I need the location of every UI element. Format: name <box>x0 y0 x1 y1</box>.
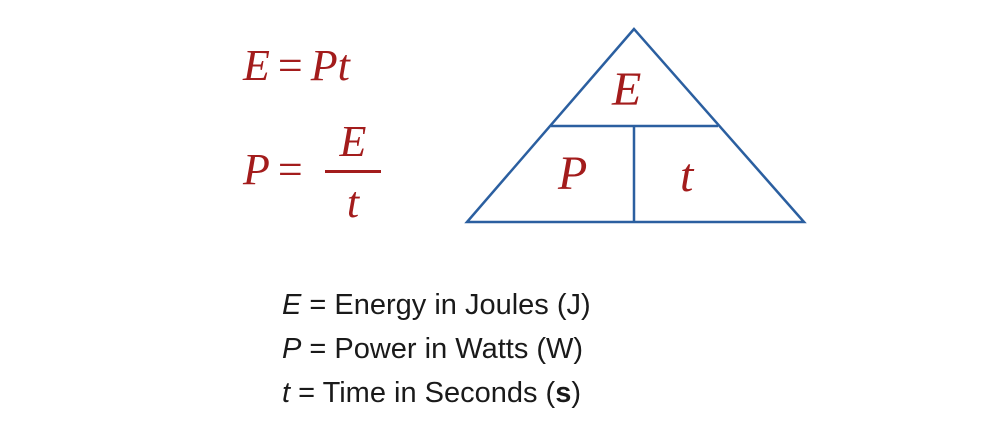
triangle-label-power: P <box>558 147 588 200</box>
variable-definitions: E = Energy in Joules (J) P = Power in Wa… <box>282 283 591 415</box>
definition-time: t = Time in Seconds (s) <box>282 371 591 415</box>
definition-close: ) <box>571 377 582 409</box>
definition-unit: J <box>566 289 582 321</box>
energy-formula-equals: = <box>277 41 303 90</box>
definition-unit: W <box>546 333 574 365</box>
triangle-label-time: t <box>680 149 694 202</box>
definition-symbol: P <box>282 333 302 365</box>
power-formula-denominator: t <box>346 178 360 227</box>
energy-formula-lhs: E <box>243 41 270 90</box>
power-formula-equals: = <box>277 145 303 194</box>
definition-symbol: E <box>282 289 302 321</box>
definition-symbol: t <box>282 377 291 409</box>
power-formula: P= E t <box>243 120 403 230</box>
power-formula-left: P= <box>243 148 311 192</box>
power-formula-fraction: E t <box>325 120 381 225</box>
fraction-bar <box>325 170 381 173</box>
definition-energy: E = Energy in Joules (J) <box>282 283 591 327</box>
definition-close: ) <box>573 333 584 365</box>
energy-formula-rhs: Pt <box>310 41 350 90</box>
definition-power: P = Power in Watts (W) <box>282 327 591 371</box>
definition-text: = Power in Watts ( <box>301 333 547 365</box>
energy-formula: E=Pt <box>243 44 350 88</box>
definition-text: = Time in Seconds ( <box>290 377 556 409</box>
triangle-label-energy: E <box>612 63 642 116</box>
definition-unit: s <box>555 377 572 409</box>
triangle-outline <box>464 27 807 224</box>
definition-text: = Energy in Joules ( <box>301 289 567 321</box>
power-formula-numerator: E <box>339 117 367 166</box>
definition-close: ) <box>581 289 591 321</box>
power-formula-lhs: P <box>243 145 270 194</box>
